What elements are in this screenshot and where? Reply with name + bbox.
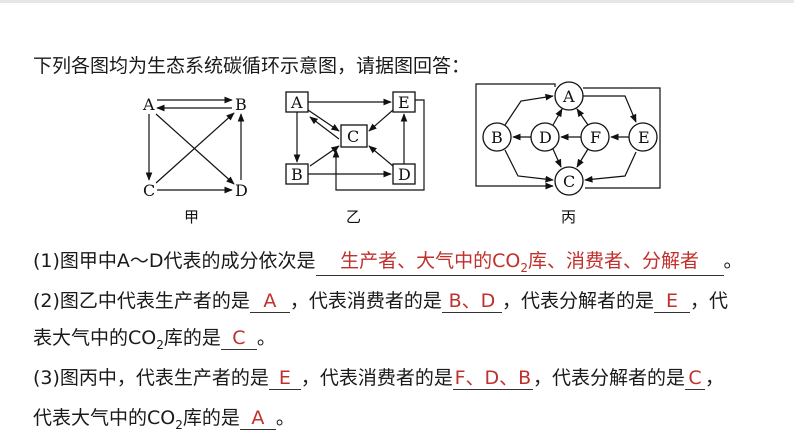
q3-answer-producer: E bbox=[268, 368, 301, 390]
bing-arrow-b-a bbox=[504, 93, 554, 126]
yi-arrow-a-c bbox=[307, 109, 340, 132]
q3-text-3: ，代表分解者的是 bbox=[532, 367, 685, 389]
bing-node-b: B bbox=[491, 128, 503, 147]
q2-text-3: ，代表分解者的是 bbox=[501, 290, 654, 312]
q3-text-1: (3)图丙中，代表生产者的是 bbox=[33, 367, 269, 389]
yi-node-e: E bbox=[398, 93, 410, 112]
yi-box-c bbox=[340, 124, 368, 148]
bing-node-d: D bbox=[539, 128, 552, 147]
question-1: (1)图甲中A～D代表的成分依次是生产者、大气中的CO2库、消费者、分解者。 bbox=[33, 246, 743, 276]
q3-text-6: 库的是 bbox=[182, 407, 240, 429]
q3-text-5: 代表大气中的CO bbox=[33, 407, 176, 429]
jia-node-a: A bbox=[142, 95, 155, 114]
bing-arrow-a-c-left bbox=[475, 83, 556, 190]
bing-arrow-b-c bbox=[504, 149, 554, 183]
q3-text-7: 。 bbox=[275, 407, 295, 429]
q1-end: 。 bbox=[723, 250, 743, 272]
bing-node-a: A bbox=[562, 87, 575, 106]
bing-arrow-d-c bbox=[552, 148, 562, 168]
q3-answer-atmosphere: A bbox=[239, 408, 276, 430]
jia-node-c: C bbox=[143, 181, 155, 200]
q2-text-1: (2)图乙中代表生产者的是 bbox=[33, 290, 250, 312]
yi-arrow-c-a bbox=[309, 116, 340, 140]
bing-arrow-f-c bbox=[576, 148, 589, 168]
q2-text-6: 库的是 bbox=[163, 327, 221, 349]
bing-arrow-e-c bbox=[584, 151, 637, 183]
q3-co2-sub: 2 bbox=[175, 417, 183, 432]
q3-answer-decomposer: C bbox=[684, 368, 705, 390]
jia-node-b: B bbox=[235, 95, 247, 114]
yi-node-b: B bbox=[291, 165, 303, 184]
yi-caption: 乙 bbox=[346, 208, 361, 226]
bing-node-f: F bbox=[590, 128, 601, 147]
bing-circle-c bbox=[554, 166, 584, 196]
q3-text-2: ，代表消费者的是 bbox=[300, 367, 453, 389]
bing-arrow-a-e bbox=[583, 95, 637, 123]
q2-text-4: ，代 bbox=[689, 290, 728, 312]
bing-arrow-outer-right bbox=[583, 87, 661, 189]
q2-text-5: 表大气中的CO bbox=[33, 327, 157, 349]
q2-co2-sub: 2 bbox=[156, 337, 164, 352]
q2-answer-producer: A bbox=[249, 291, 290, 313]
q2-text-2: ，代表消费者的是 bbox=[289, 290, 442, 312]
yi-node-a: A bbox=[290, 93, 303, 112]
q2-text-7: 。 bbox=[256, 327, 276, 349]
q2-answer-consumer: B、D bbox=[441, 291, 502, 313]
bing-node-e: E bbox=[638, 128, 650, 147]
yi-arrow-d-c bbox=[368, 145, 394, 167]
bing-node-c: C bbox=[563, 172, 575, 191]
jia-arrow-c-b bbox=[155, 112, 235, 184]
jia-arrow-a-d bbox=[155, 113, 235, 185]
jia-node-d: D bbox=[235, 181, 248, 200]
bing-arrow-f-a bbox=[576, 108, 589, 126]
yi-box-e bbox=[392, 91, 416, 113]
jia-caption: 甲 bbox=[184, 208, 199, 226]
yi-node-c: C bbox=[347, 127, 359, 146]
intro-text: 下列各图均为生态系统碳循环示意图，请据图回答： bbox=[33, 55, 471, 77]
q2-answer-atmosphere: C bbox=[220, 328, 257, 350]
bing-arrow-d-a bbox=[552, 108, 563, 126]
top-divider bbox=[0, 0, 794, 3]
q3-answer-consumer: F、D、B bbox=[452, 367, 533, 390]
yi-node-d: D bbox=[398, 165, 411, 184]
yi-arrow-e-c bbox=[368, 109, 394, 132]
q1-text: (1)图甲中A～D代表的成分依次是 bbox=[33, 250, 316, 272]
q1-answer: 生产者、大气中的CO2库、消费者、分解者 bbox=[315, 251, 724, 276]
q2-answer-decomposer: E bbox=[653, 291, 690, 313]
yi-arrow-b-c bbox=[309, 145, 340, 167]
q3-text-4: ， bbox=[704, 367, 724, 389]
bing-circle-b bbox=[482, 122, 512, 152]
bing-caption: 丙 bbox=[561, 208, 576, 226]
yi-arrow-e-c-outer bbox=[332, 99, 425, 191]
